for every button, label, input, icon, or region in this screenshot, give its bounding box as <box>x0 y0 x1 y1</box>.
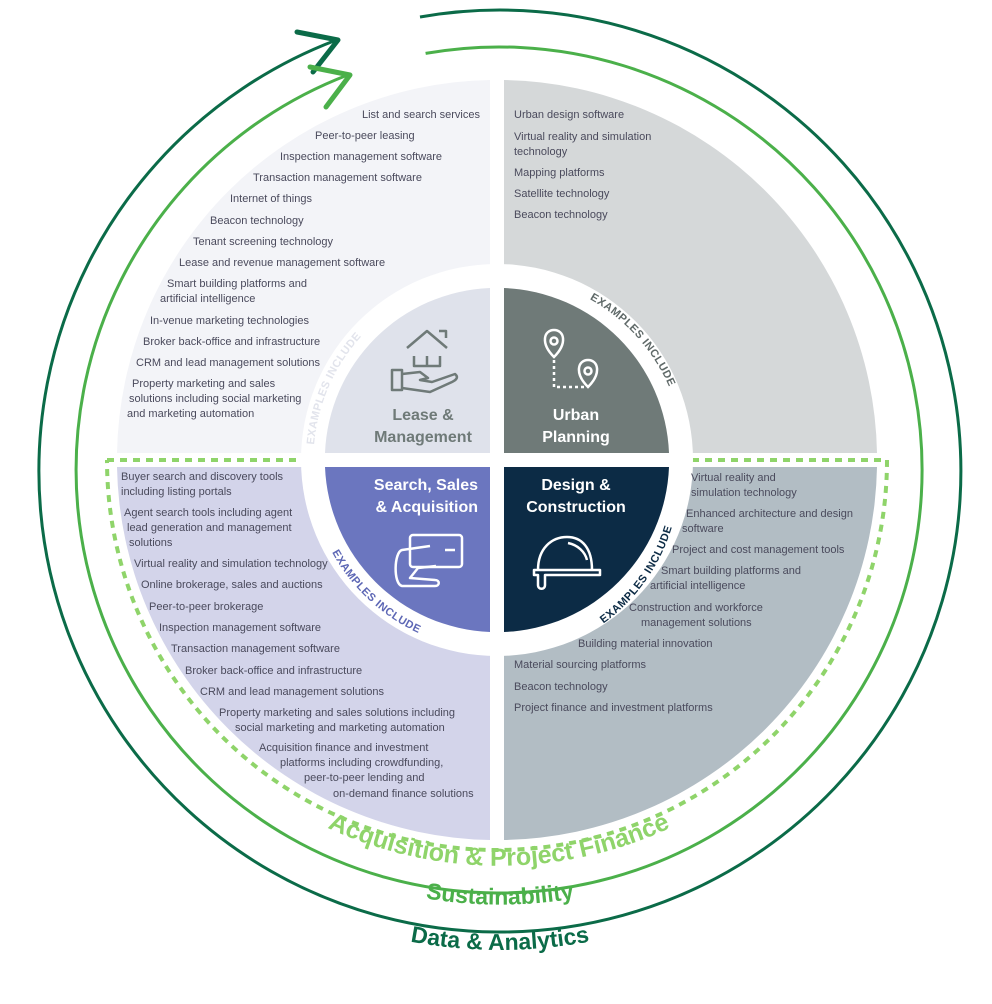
list-item: Buyer search and discovery tools <box>121 471 284 483</box>
list-item: Internet of things <box>230 193 312 205</box>
list-item: Material sourcing platforms <box>514 659 647 671</box>
list-item: Peer-to-peer brokerage <box>149 601 264 613</box>
list-item: Smart building platforms and <box>661 565 802 577</box>
list-item: technology <box>514 146 568 158</box>
data-analytics-ring <box>37 8 963 934</box>
title-line: Search, Sales <box>373 477 478 494</box>
list-item: Inspection management software <box>159 622 322 634</box>
title-urban: Urban Planning <box>506 405 646 449</box>
title-lease: Lease & Management <box>343 405 503 449</box>
list-item: software <box>682 523 724 535</box>
list-item: Transaction management software <box>253 172 422 184</box>
list-item: Project finance and investment platforms <box>514 702 713 714</box>
hard-hat-icon <box>532 535 602 590</box>
house-in-hand-icon <box>390 329 459 394</box>
title-search: Search, Sales & Acquisition <box>340 475 478 519</box>
title-line: Urban <box>552 407 600 424</box>
map-pins-icon <box>543 328 599 389</box>
list-item: Broker back-office and infrastructure <box>185 665 363 677</box>
green-arrowhead-icon <box>307 64 353 110</box>
list-item: artificial intelligence <box>650 580 746 592</box>
list-item: Tenant screening technology <box>193 236 334 248</box>
list-item: Urban design software <box>514 109 625 121</box>
list-item: Inspection management software <box>280 151 443 163</box>
list-item: Project and cost management tools <box>672 544 845 556</box>
list-item: List and search services <box>362 109 480 121</box>
list-item: Beacon technology <box>210 215 304 227</box>
list-item: and marketing automation <box>127 408 255 420</box>
list-item: Beacon technology <box>514 681 608 693</box>
center-urban[interactable] <box>504 288 669 453</box>
list-item: artificial intelligence <box>160 293 256 305</box>
list-item: including listing portals <box>121 486 232 498</box>
dark-arrowhead-icon <box>294 29 341 75</box>
list-item: Enhanced architecture and design <box>686 508 853 520</box>
title-line: Management <box>374 429 472 446</box>
list-item: lead generation and management <box>127 522 292 534</box>
list-item: Construction and workforce <box>629 602 763 614</box>
list-item: Broker back-office and infrastructure <box>143 336 321 348</box>
list-item: Beacon technology <box>514 209 608 221</box>
sustainability-ring <box>74 45 924 895</box>
title-line: Lease & <box>392 407 454 424</box>
list-item: platforms including crowdfunding, <box>280 757 444 769</box>
finance-dashed-ring <box>105 458 890 852</box>
list-item: Satellite technology <box>514 188 610 200</box>
list-item: simulation technology <box>691 487 797 499</box>
card-in-hand-icon <box>394 533 464 588</box>
list-item: In-venue marketing technologies <box>150 315 309 327</box>
list-item: Online brokerage, sales and auctions <box>141 579 323 591</box>
list-item: Smart building platforms and <box>167 278 308 290</box>
list-item: management solutions <box>641 617 752 629</box>
title-design: Design & Construction <box>506 475 646 519</box>
title-line: Construction <box>526 499 626 516</box>
ring-label-data-analytics: Data & Analytics <box>409 921 591 955</box>
list-item: Transaction management software <box>171 643 340 655</box>
list-item: Virtual reality and <box>691 472 776 484</box>
list-item: CRM and lead management solutions <box>200 686 385 698</box>
list-item: CRM and lead management solutions <box>136 357 321 369</box>
title-line: Planning <box>542 429 610 446</box>
title-line: & Acquisition <box>375 499 478 516</box>
list-item: solutions <box>129 537 173 549</box>
list-item: Agent search tools including agent <box>124 507 293 519</box>
ring-label-sustainability: Sustainability <box>425 878 576 910</box>
list-item: Property marketing and sales solutions i… <box>219 707 456 719</box>
list-item: peer-to-peer lending and <box>304 772 425 784</box>
list-item: Virtual reality and simulation technolog… <box>134 558 328 570</box>
list-item: Property marketing and sales <box>132 378 276 390</box>
list-item: on-demand finance solutions <box>333 788 474 800</box>
list-item: Lease and revenue management software <box>179 257 386 269</box>
list-item: social marketing and marketing automatio… <box>235 722 445 734</box>
center-lease[interactable] <box>325 288 490 453</box>
list-item: Building material innovation <box>578 638 713 650</box>
list-item: Mapping platforms <box>514 167 605 179</box>
list-item: Peer-to-peer leasing <box>315 130 415 142</box>
list-item: Virtual reality and simulation <box>514 131 652 143</box>
list-item: Acquisition finance and investment <box>259 742 429 754</box>
list-item: solutions including social marketing <box>129 393 302 405</box>
title-line: Design & <box>541 477 611 494</box>
